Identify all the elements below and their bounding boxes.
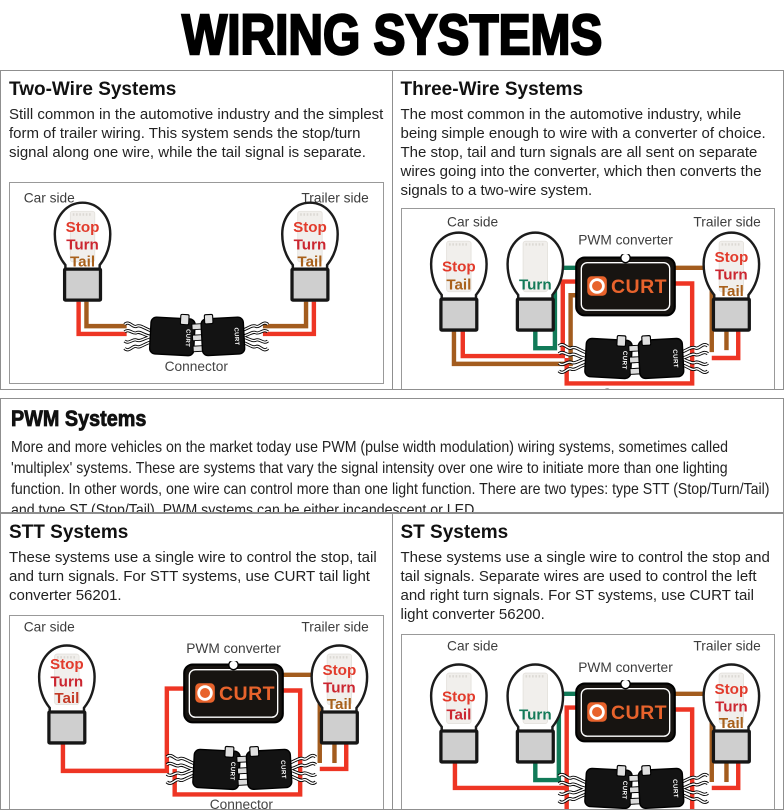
turn-label: Turn <box>323 679 356 696</box>
stop-label: Stop <box>714 249 748 266</box>
stt-diagram: Car side Trailer side PWM converter <box>24 620 369 809</box>
turn-label: Turn <box>519 276 552 293</box>
stt-heading: STT Systems <box>9 522 129 543</box>
three-wire-diagram: Car side Trailer side PWM converter <box>428 215 761 389</box>
section-three-wire: Three-Wire Systems The most common in th… <box>393 71 784 389</box>
stop-turn-wire-red <box>76 301 127 337</box>
two-wire-diagram: Car side Trailer side Stop Turn <box>24 191 369 375</box>
stt-diagram-panel: Car side Trailer side PWM converter <box>9 614 384 809</box>
trailer-bulb-labels: Stop Turn Tail <box>714 249 748 300</box>
car-bulb-labels: Stop Turn Tail <box>66 219 100 270</box>
wires <box>60 672 349 797</box>
converter-out-red <box>563 281 694 386</box>
connector-label: Connector <box>210 797 274 809</box>
four-flat-connector <box>123 313 270 358</box>
turn-label: Turn <box>51 674 84 691</box>
trailer-bulb-labels: Stop Turn Tail <box>293 219 327 270</box>
trailer-side-label: Trailer side <box>693 215 761 230</box>
stop-label: Stop <box>293 219 327 236</box>
car-side-label: Car side <box>447 639 498 654</box>
stop-label: Stop <box>441 689 475 706</box>
car-bulb-labels: Stop Tail Turn <box>441 259 551 294</box>
two-wire-body: Still common in the automotive industry … <box>9 105 384 161</box>
trailer-wire-red <box>711 331 740 361</box>
two-wire-diagram-panel: Car side Trailer side Stop Turn <box>9 182 384 384</box>
four-flat-connector <box>556 334 710 381</box>
section-two-wire: Two-Wire Systems Still common in the aut… <box>1 71 393 389</box>
section-pwm: PWM Systems More and more vehicles on th… <box>0 398 784 513</box>
trailer-side-label: Trailer side <box>301 620 369 635</box>
turn-label: Turn <box>519 706 552 723</box>
turn-label: Turn <box>294 237 327 254</box>
bottom-section-row: STT Systems These systems use a single w… <box>0 513 784 810</box>
four-flat-connector <box>165 745 318 792</box>
trailer-side-label: Trailer side <box>693 639 761 654</box>
turn-label: Turn <box>66 237 99 254</box>
tail-label: Tail <box>327 696 352 713</box>
tail-wire-brown <box>451 293 576 367</box>
pwm-converter-label: PWM converter <box>186 641 281 656</box>
st-heading: ST Systems <box>400 522 509 543</box>
stt-body: These systems use a single wire to contr… <box>9 548 377 604</box>
st-diagram-panel: Car side Trailer side PWM converter <box>400 634 775 809</box>
stop-label: Stop <box>714 681 748 698</box>
pwm-body: More and more vehicles on the market tod… <box>11 439 770 513</box>
tail-label: Tail <box>718 715 743 732</box>
page-title: WIRING SYSTEMS <box>181 3 603 67</box>
stop-wire-red <box>460 279 576 359</box>
car-side-label: Car side <box>24 620 75 635</box>
tail-label: Tail <box>70 253 95 270</box>
tail-wire-brown <box>262 301 309 329</box>
trailer-wire-red <box>711 763 740 791</box>
st-diagram: Car side Trailer side PWM converter <box>428 639 761 809</box>
three-wire-heading: Three-Wire Systems <box>400 79 584 100</box>
stop-label: Stop <box>322 662 356 679</box>
car-side-label: Car side <box>24 191 75 206</box>
trailer-bulb-labels: Stop Turn Tail <box>714 681 748 732</box>
converter-out-red <box>563 707 694 809</box>
turn-label: Turn <box>715 267 748 284</box>
car-side-label: Car side <box>447 215 498 230</box>
title-bar: WIRING SYSTEMS <box>0 0 784 70</box>
st-body: These systems use a single wire to contr… <box>400 548 770 623</box>
pwm-converter-box <box>574 680 676 743</box>
tail-label: Tail <box>718 283 743 300</box>
trailer-bulb-labels: Stop Turn Tail <box>322 662 356 713</box>
connector-label: Connector <box>165 359 229 374</box>
car-bulb-labels: Stop Turn Tail <box>50 656 84 707</box>
stt-wire-red <box>60 686 185 774</box>
connector-label: Connector <box>601 386 665 389</box>
tail-wire-brown <box>84 301 127 329</box>
stop-label: Stop <box>441 259 475 276</box>
pwm-converter-label: PWM converter <box>578 660 673 675</box>
section-st: ST Systems These systems use a single wi… <box>393 514 784 809</box>
tail-label: Tail <box>54 690 79 707</box>
trailer-wire-red <box>319 744 349 772</box>
pwm-converter-box <box>574 254 676 317</box>
tail-label: Tail <box>446 276 471 293</box>
tail-label: Tail <box>446 706 471 723</box>
two-wire-heading: Two-Wire Systems <box>9 79 177 100</box>
stop-label: Stop <box>50 656 84 673</box>
four-flat-connector <box>556 764 710 809</box>
pwm-heading: PWM Systems <box>11 406 147 432</box>
stop-turn-wire-red <box>262 301 317 337</box>
top-section-row: Two-Wire Systems Still common in the aut… <box>0 70 784 390</box>
converter-out-red <box>172 688 303 797</box>
stop-label: Stop <box>66 219 100 236</box>
pwm-converter-label: PWM converter <box>578 232 673 247</box>
wires <box>76 301 317 337</box>
turn-label: Turn <box>715 698 748 715</box>
three-wire-body: The most common in the automotive indust… <box>400 105 766 200</box>
tail-label: Tail <box>297 253 322 270</box>
section-stt: STT Systems These systems use a single w… <box>1 514 393 809</box>
trailer-side-label: Trailer side <box>301 191 369 206</box>
three-wire-diagram-panel: Car side Trailer side PWM converter <box>400 208 775 389</box>
pwm-converter-box <box>182 661 285 724</box>
car-bulb-labels: Stop Tail Turn <box>441 689 551 724</box>
turn-wire-green <box>532 691 576 783</box>
